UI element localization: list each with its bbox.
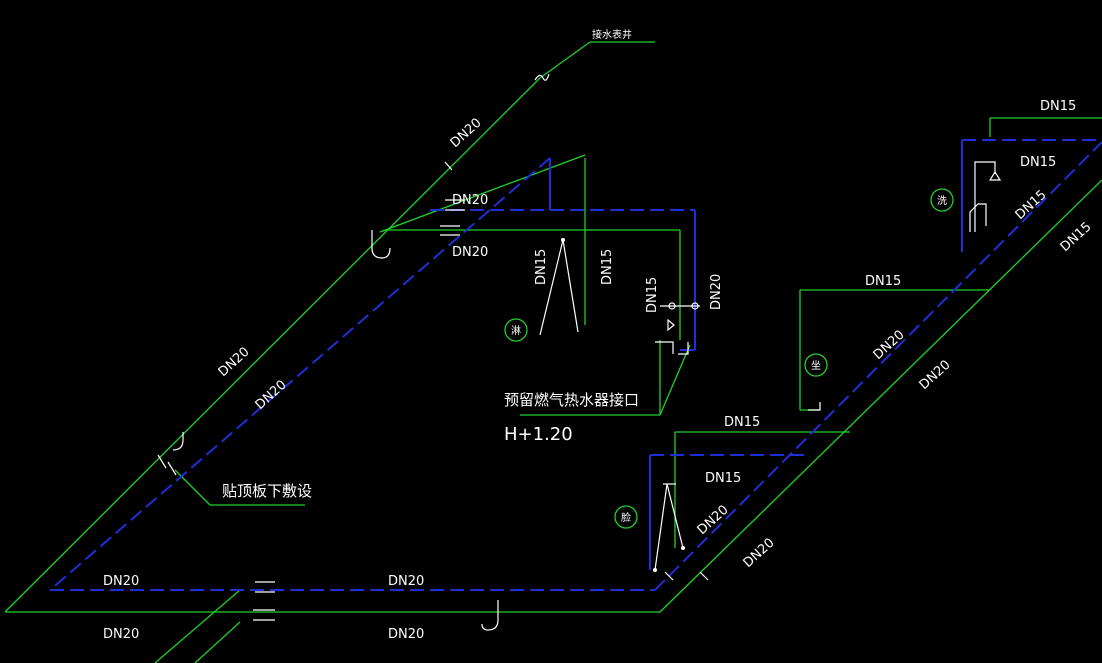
- dn15-label: DN15: [724, 415, 760, 430]
- cold-water-pipes: [4, 41, 1102, 663]
- dn15-label: DN15: [534, 249, 549, 285]
- fixture-markers: 淋 洗 坐 脸: [504, 188, 954, 529]
- meter-well-label: 接水表井: [592, 28, 632, 41]
- dn20-label: DN20: [448, 116, 485, 151]
- dn20-label: DN20: [741, 536, 778, 571]
- dn20-label: DN20: [917, 358, 954, 393]
- gas-heater-label: 预留燃气热水器接口: [504, 391, 639, 409]
- dn15-label: DN15: [1040, 99, 1076, 114]
- ceiling-note-label: 贴顶板下敷设: [222, 482, 312, 500]
- dn20-label: DN20: [709, 274, 724, 310]
- hot-water-pipes: [49, 139, 1102, 591]
- fixture-toilet-label: 坐: [811, 360, 821, 372]
- dn20-label: DN20: [452, 245, 488, 260]
- dn15-label: DN15: [600, 249, 615, 285]
- elevation-label: H+1.20: [504, 424, 573, 445]
- dn20-label: DN20: [216, 345, 253, 380]
- dn15-label: DN15: [865, 274, 901, 289]
- dn20-label: DN20: [871, 328, 908, 363]
- dn15-label: DN15: [1020, 155, 1056, 170]
- dn15-label: DN15: [645, 277, 660, 313]
- dn20-label: DN20: [103, 574, 139, 589]
- fixture-sink-label: 洗: [937, 195, 947, 207]
- dn20-label: DN20: [388, 627, 424, 642]
- dn15-label: DN15: [705, 471, 741, 486]
- fixture-shower-label: 淋: [511, 324, 521, 337]
- dn20-label: DN20: [452, 193, 488, 208]
- dn15-label: DN15: [1013, 188, 1050, 223]
- fixture-symbols: [157, 73, 1002, 631]
- fixture-basin-label: 脸: [621, 511, 631, 524]
- dn20-label: DN20: [388, 574, 424, 589]
- dn20-label: DN20: [103, 627, 139, 642]
- annotations: 接水表井 预留燃气热水器接口 H+1.20 贴顶板下敷设 DN20 DN20 D…: [103, 28, 1095, 642]
- dn20-label: DN20: [253, 378, 290, 413]
- dn15-label: DN15: [1058, 220, 1095, 255]
